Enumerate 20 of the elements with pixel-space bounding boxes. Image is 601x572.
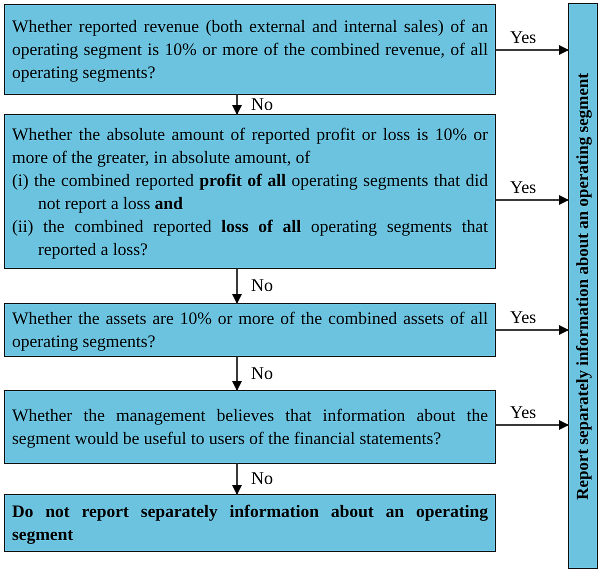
decision-box — [4, 303, 496, 357]
question-text: Whether the assets are 10% or more of the combined assets of all operating segments? — [12, 307, 488, 353]
result-bar — [568, 3, 598, 569]
result-label: Report separately information about an operating segment — [573, 72, 593, 500]
decision-box — [4, 494, 496, 552]
question-text: Whether the management believes that information about the segment would be useful to users of the financial statements? — [12, 404, 488, 450]
arrow — [496, 420, 569, 430]
arrow — [496, 45, 569, 55]
decision-box — [4, 4, 496, 95]
arrow — [496, 325, 569, 335]
arrow — [232, 95, 242, 115]
arrow — [496, 195, 569, 205]
arrow — [232, 357, 242, 391]
arrow — [232, 464, 242, 495]
arrow — [232, 269, 242, 304]
question-text: Do not report separately information about an operating segment — [12, 500, 488, 546]
decision-box — [4, 114, 496, 269]
question-text: Whether reported revenue (both external and internal sales) of an operating segment is 10% or more of the combined revenue, of all operating segments? — [12, 15, 488, 84]
question-text: (ii) the combined reported loss of all operating segments that reported a loss? — [12, 214, 488, 260]
decision-box — [4, 390, 496, 464]
